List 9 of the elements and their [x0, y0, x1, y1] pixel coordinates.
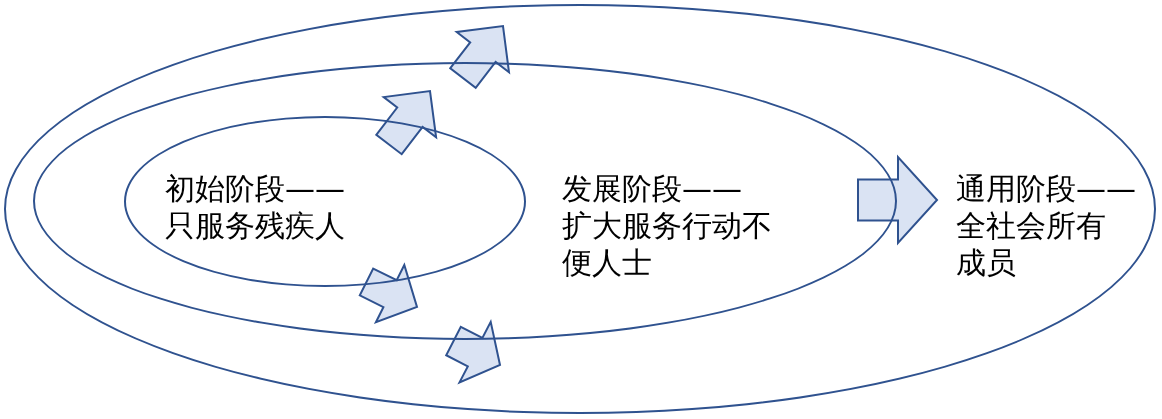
stage-title: 发展阶段—— — [562, 170, 742, 207]
stage-description: 扩大服务行动不便人士 — [562, 207, 773, 281]
stage-ellipse — [124, 116, 526, 287]
stage-title: 通用阶段—— — [956, 170, 1136, 207]
stage-title: 初始阶段—— — [165, 170, 345, 207]
stage-ellipse — [33, 62, 897, 340]
stage-ellipse — [4, 4, 1156, 414]
stage-description: 只服务残疾人 — [165, 207, 345, 244]
stage-description: 全社会所有成员 — [956, 207, 1107, 281]
